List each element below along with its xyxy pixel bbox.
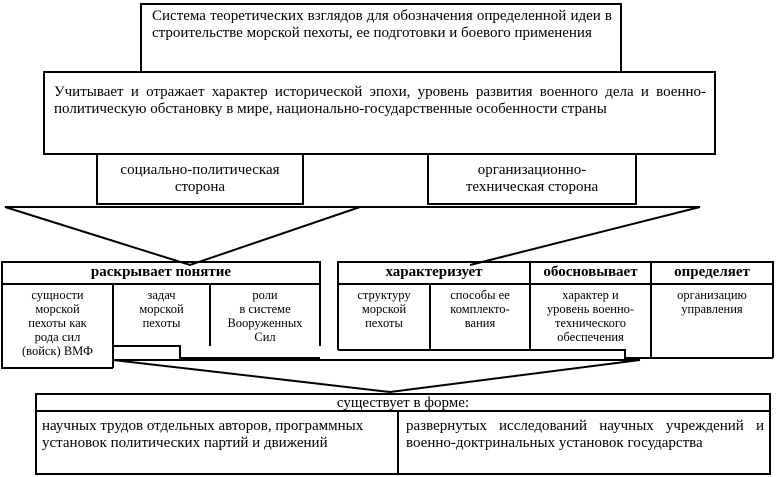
left-cells-frame [1,284,321,369]
right-header-dividers [529,262,652,284]
top-box-text: Система теоретических взглядов для обозн… [152,8,612,41]
left-header-frame [1,261,321,285]
big-triangle-right [360,206,701,266]
right-header-characterizes: характеризует [385,264,483,280]
side-right-frame [427,153,637,205]
small-triangle [112,359,641,394]
right-cells-frame [337,284,774,359]
right-cell-structure: структуру морской пехоты [357,288,411,330]
left-cell-essence: сущности морской пехоты как рода сил (во… [22,288,93,358]
right-header-frame [337,261,774,285]
right-cell-management: организацию управления [677,288,747,316]
right-header-defines: определяет [674,264,750,280]
bottom-right-text: развернутых исследований научных учрежде… [406,418,764,451]
side-left-frame [96,153,304,205]
left-group-header: раскрывает понятие [90,264,232,280]
right-cell-manning: способы ее комплекто- вания [450,288,510,330]
context-box-frame [43,71,716,155]
side-right-label: организационно- техническая сторона [465,162,599,195]
context-box-text: Учитывает и отражает характер историческ… [54,84,706,117]
bottom-header: существует в форме: [336,395,470,411]
right-cell-support: характер и уровень военно- технического … [546,288,635,344]
left-cell-tasks: задач морской пехоты [139,288,184,330]
bottom-box-frame [35,393,771,475]
right-header-substantiates: обосновывает [543,264,638,280]
side-left-label: социально-политическая сторона [120,162,280,195]
bottom-box-dividers [36,410,770,474]
bottom-left-text: научных трудов отдельных авторов, програ… [42,418,364,451]
big-triangle [4,206,361,267]
left-cell-role: роли в системе Вооруженных Сил [227,288,303,344]
